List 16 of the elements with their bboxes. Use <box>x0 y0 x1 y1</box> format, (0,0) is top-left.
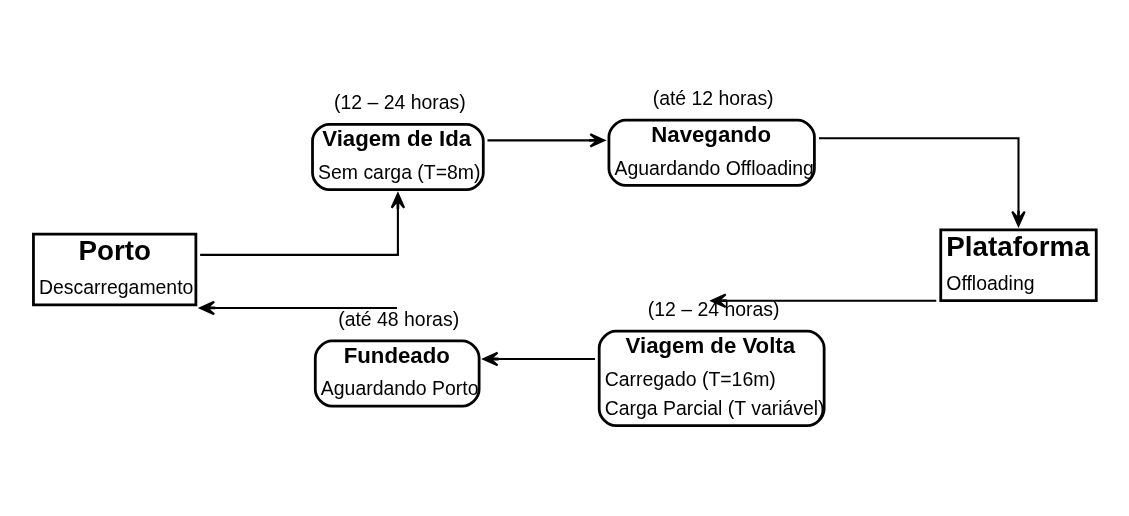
node-box: Porto Descarregamento <box>32 232 198 307</box>
node-label: (12 – 24 horas) <box>334 91 466 114</box>
node-label: (12 – 24 horas) <box>647 298 780 321</box>
arrow <box>199 300 397 316</box>
arrow <box>487 133 606 148</box>
arrow <box>200 192 406 256</box>
arrow <box>710 293 937 308</box>
node-box: Fundeado Aguardando Porto <box>313 339 481 408</box>
node-label: (até 48 horas) <box>338 307 460 330</box>
node-box: Plataforma Offloading <box>939 228 1098 303</box>
arrow <box>482 351 595 367</box>
node-box: Viagem de Volta Carregado (T=16m) Carga Parcial (T variável) <box>597 329 826 428</box>
arrow <box>819 137 1026 227</box>
node-box: Navegando Aguardando Offloading <box>607 118 816 187</box>
node-box: Viagem de Ida Sem carga (T=8m) <box>311 123 485 191</box>
node-label: (até 12 horas) <box>652 87 774 110</box>
